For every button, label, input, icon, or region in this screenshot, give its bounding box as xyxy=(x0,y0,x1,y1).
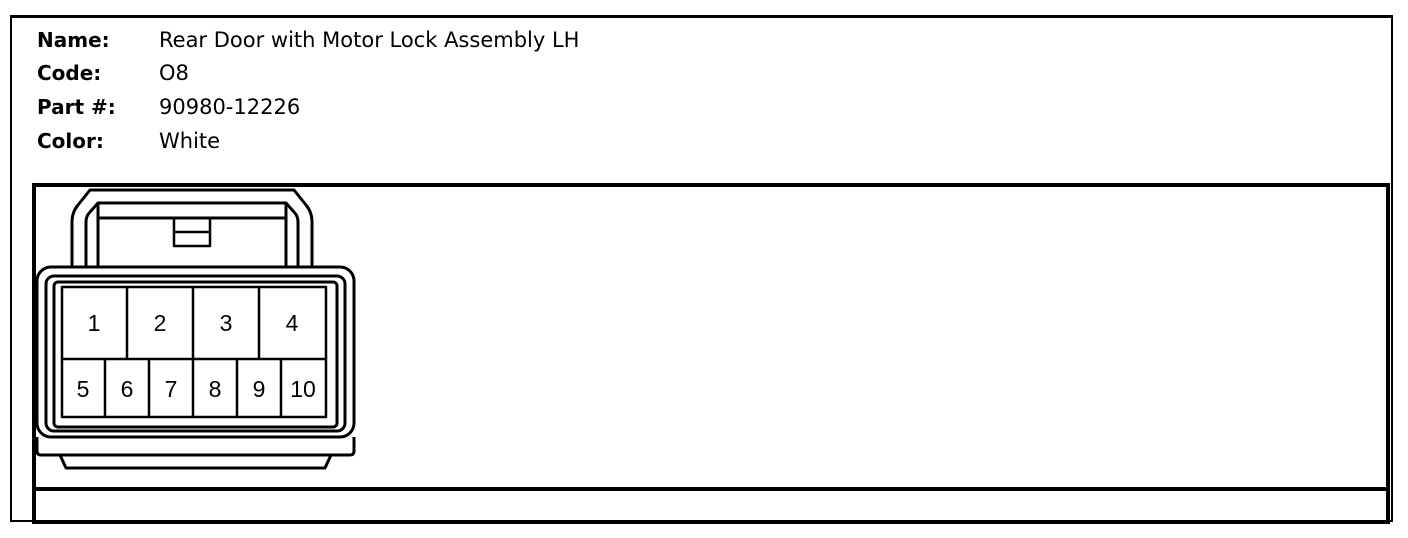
pin-cavities xyxy=(60,285,328,419)
code-label: Code: xyxy=(37,61,102,85)
pin-label: 9 xyxy=(253,376,266,402)
name-label: Name: xyxy=(37,28,110,52)
code-value: O8 xyxy=(159,61,189,85)
connector-flange xyxy=(35,437,356,470)
pin-label: 7 xyxy=(165,376,178,402)
pin-label: 3 xyxy=(220,310,233,336)
diagram-frame xyxy=(32,183,1390,524)
part-value: 90980-12226 xyxy=(159,95,301,119)
pin-label: 8 xyxy=(209,376,222,402)
connector-drawing xyxy=(35,188,356,470)
color-label: Color: xyxy=(37,129,104,153)
name-value: Rear Door with Motor Lock Assembly LH xyxy=(159,28,580,52)
part-label: Part #: xyxy=(37,95,116,119)
pin-label: 1 xyxy=(88,310,101,336)
pin-label: 4 xyxy=(286,310,299,336)
pin-label: 10 xyxy=(290,376,316,402)
pin-label: 2 xyxy=(154,310,167,336)
connector-latch xyxy=(70,188,314,268)
pin-label: 5 xyxy=(77,376,90,402)
connector-body xyxy=(35,265,356,439)
color-value: White xyxy=(159,129,221,153)
pin-labels: 1 2 3 4 5 6 7 8 9 10 xyxy=(77,310,316,402)
pin-label: 6 xyxy=(121,376,134,402)
